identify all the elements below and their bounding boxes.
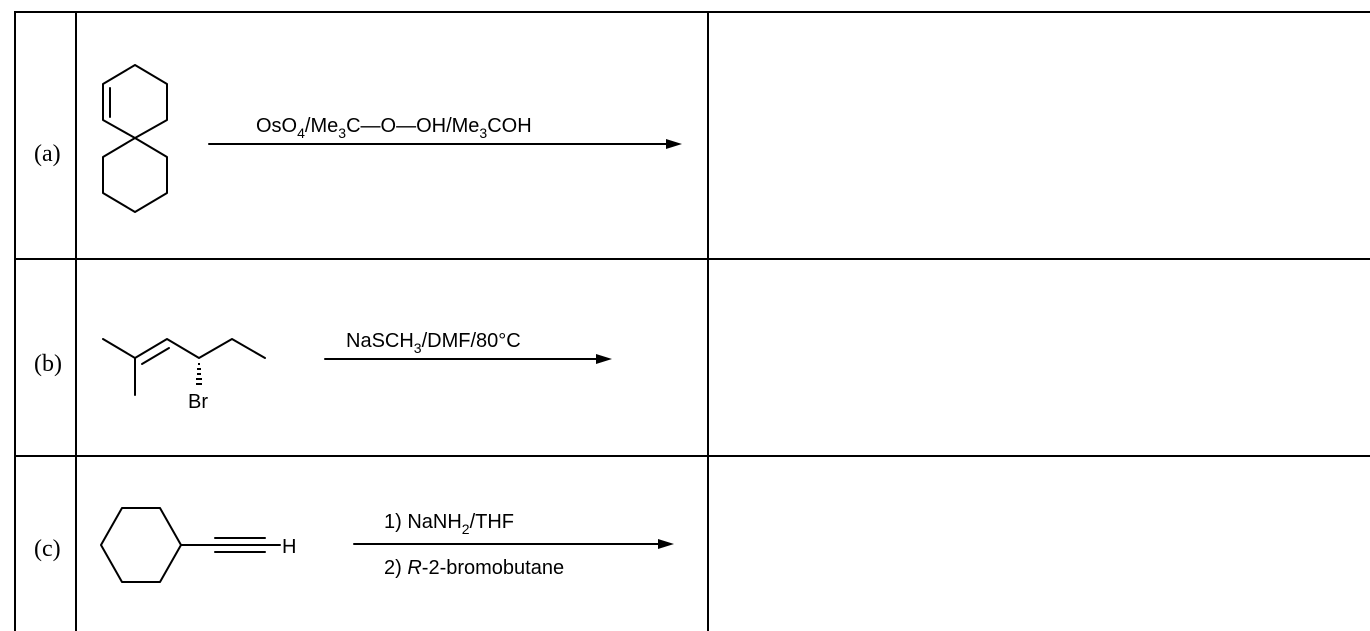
spiro-cyclohexene-structure	[102, 64, 168, 213]
bromoalkene-structure	[102, 338, 266, 396]
table-grid	[14, 11, 1370, 631]
row-label-a: (a)	[34, 141, 61, 167]
row-b: (b) Br NaSCH3/DMF/80°C	[34, 330, 612, 413]
reagent-c-line1: 1) NaNH2/THF	[384, 511, 514, 537]
reaction-arrow-b	[324, 354, 612, 364]
reagent-c-line2: 2) R-2-bromobutane	[384, 557, 564, 579]
reaction-arrow-a	[208, 139, 682, 149]
terminal-hydrogen-label: H	[282, 536, 296, 558]
row-label-b: (b)	[34, 351, 62, 377]
row-c: (c) H 1) NaNH2/THF 2) R-2-bromobutane	[34, 507, 674, 583]
reagent-b: NaSCH3/DMF/80°C	[346, 330, 521, 356]
reagent-a: OsO4/Me3C—O—OH/Me3COH	[256, 115, 532, 141]
hashed-wedge-bond	[196, 363, 202, 385]
reaction-arrow-c	[353, 539, 674, 549]
row-a: (a) OsO4/Me3C—O—OH/Me3COH	[34, 64, 682, 213]
cyclohexylacetylene-structure	[100, 507, 281, 583]
bromine-label: Br	[188, 391, 208, 413]
row-label-c: (c)	[34, 536, 61, 562]
